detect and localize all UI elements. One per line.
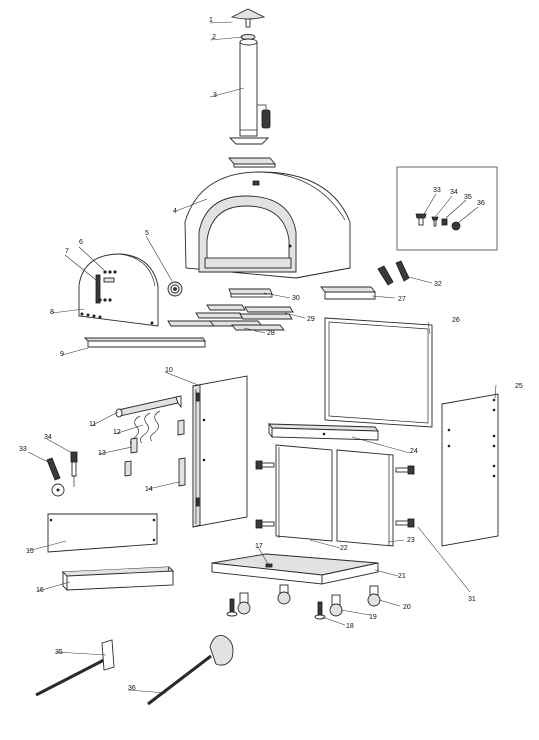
- back-panel[interactable]: [324, 317, 433, 428]
- right-cabinet-door[interactable]: [336, 449, 394, 547]
- label-13: 13: [98, 450, 106, 457]
- label-6: 6: [79, 239, 83, 246]
- label-3: 3: [213, 92, 217, 99]
- long-bracket[interactable]: [178, 457, 186, 487]
- pizza-stones[interactable]: [167, 288, 294, 331]
- pizza-peel-flat[interactable]: [35, 639, 115, 697]
- label-11: 11: [89, 421, 96, 428]
- label-2: 2: [212, 34, 216, 41]
- probe-thermometer[interactable]: [70, 451, 78, 487]
- label-34-box: 34: [450, 189, 458, 196]
- label-15: 15: [26, 548, 34, 555]
- label-10: 10: [165, 367, 173, 374]
- label-5: 5: [145, 230, 149, 237]
- flue-pipe[interactable]: [228, 38, 271, 145]
- label-30: 30: [292, 295, 300, 302]
- base-tray[interactable]: [211, 553, 379, 585]
- label-23: 23: [407, 537, 415, 544]
- chimney-cap[interactable]: [230, 8, 266, 28]
- washer-36[interactable]: [451, 221, 461, 231]
- label-4: 4: [173, 208, 177, 215]
- ash-tray[interactable]: [320, 286, 376, 300]
- label-12: 12: [113, 429, 121, 436]
- label-31: 31: [468, 596, 476, 603]
- left-cabinet-door[interactable]: [275, 444, 333, 542]
- label-20: 20: [403, 604, 411, 611]
- label-19: 19: [369, 614, 377, 621]
- label-35-box: 35: [464, 194, 472, 201]
- callouts: [27, 21, 497, 694]
- lower-shelf[interactable]: [61, 566, 175, 592]
- label-14: 14: [145, 486, 153, 493]
- label-24: 24: [410, 448, 418, 455]
- label-36-left: 36: [128, 685, 136, 692]
- label-33-box: 33: [433, 187, 441, 194]
- caster-wheels[interactable]: [237, 584, 381, 617]
- label-22: 22: [340, 545, 348, 552]
- label-33-left: 33: [19, 446, 27, 453]
- label-18: 18: [346, 623, 354, 630]
- hardware-box: [396, 166, 498, 251]
- thermometer[interactable]: [167, 281, 183, 297]
- label-29: 29: [307, 316, 315, 323]
- door-handles[interactable]: [377, 260, 410, 286]
- label-32: 32: [434, 281, 442, 288]
- part-numbers: 1 2 3 4 5 6 7 8 9 10 11 12 13 14 15 16 1…: [19, 17, 523, 692]
- hooks[interactable]: [130, 410, 161, 447]
- pizza-cutter[interactable]: [46, 457, 65, 497]
- right-side-panel[interactable]: [441, 393, 499, 547]
- label-28: 28: [267, 330, 275, 337]
- label-26: 26: [452, 317, 460, 324]
- nut-35[interactable]: [441, 218, 448, 226]
- label-16: 16: [36, 587, 44, 594]
- leveling-feet[interactable]: [226, 598, 326, 620]
- label-36-box: 36: [477, 200, 485, 207]
- label-1: 1: [209, 17, 213, 24]
- front-lower-panel[interactable]: [47, 513, 158, 553]
- top-frame-bar[interactable]: [268, 422, 379, 441]
- front-bar[interactable]: [83, 337, 206, 348]
- small-brackets[interactable]: [124, 419, 185, 477]
- door-hinges[interactable]: [255, 460, 415, 529]
- oven-dome[interactable]: [184, 171, 351, 279]
- label-9: 9: [60, 351, 64, 358]
- tool-holder-bar[interactable]: [115, 395, 182, 418]
- label-7: 7: [65, 248, 69, 255]
- left-side-panel[interactable]: [192, 375, 248, 528]
- oven-door[interactable]: [78, 253, 159, 327]
- label-17: 17: [255, 543, 263, 550]
- label-8: 8: [50, 309, 54, 316]
- label-21: 21: [398, 573, 406, 580]
- label-27: 27: [398, 296, 406, 303]
- flue-plate[interactable]: [228, 157, 276, 168]
- screw-33[interactable]: [415, 213, 427, 226]
- screw-34[interactable]: [431, 216, 439, 227]
- label-34-left: 34: [44, 434, 52, 441]
- pizza-peel-round[interactable]: [147, 635, 234, 706]
- label-25: 25: [515, 383, 523, 390]
- label-35-left: 35: [55, 649, 63, 656]
